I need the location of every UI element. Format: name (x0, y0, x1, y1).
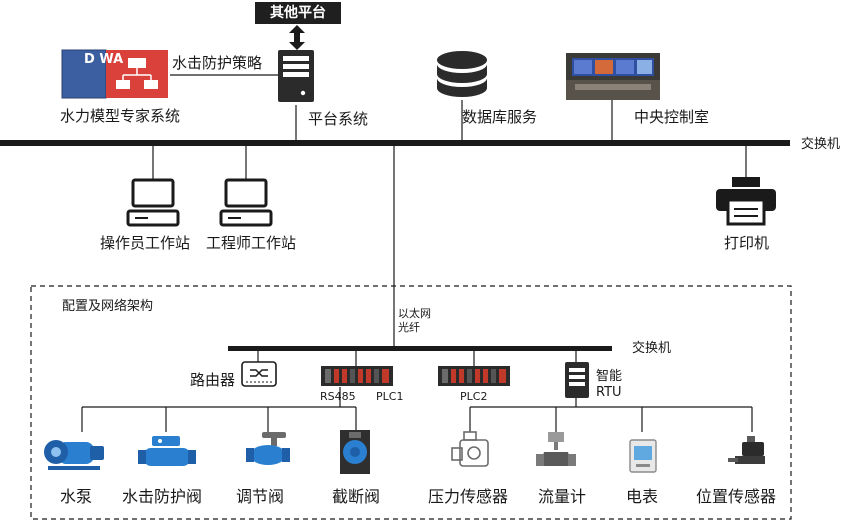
plc2-rack-icon (438, 366, 510, 386)
rtu-icon (565, 362, 589, 398)
plc2-label: PLC2 (460, 390, 488, 403)
protection-valve-icon (138, 436, 196, 466)
fiber-label: 光纤 (398, 321, 420, 334)
plc1-rack-icon (321, 366, 393, 386)
device-label-protection-valve: 水击防护阀 (122, 487, 203, 506)
regulating-valve-icon (246, 432, 290, 465)
engineer-workstation-label: 工程师工作站 (206, 234, 297, 252)
main-bus (0, 140, 790, 146)
device-label-pressure-sensor: 压力传感器 (428, 487, 509, 506)
region-title: 配置及网络架构 (62, 299, 154, 314)
device-label-position-sensor: 位置传感器 (696, 487, 777, 506)
ethernet-label: 以太网 (398, 307, 431, 320)
device-label-electricity-meter: 电表 (626, 487, 659, 506)
device-label-flow-meter: 流量计 (538, 487, 587, 506)
flow-meter-icon (536, 432, 576, 466)
operator-workstation-label: 操作员工作站 (100, 234, 191, 252)
position-sensor-icon (728, 436, 765, 464)
expert-system-label: 水力模型专家系统 (60, 107, 181, 125)
bidirectional-arrow-icon (289, 25, 305, 50)
pressure-sensor-icon (451, 431, 489, 467)
printer-icon (716, 177, 776, 226)
router-label: 路由器 (190, 371, 236, 389)
expert-system-logo (61, 49, 168, 99)
rs485-label: RS485 (320, 390, 356, 403)
lower-switch-label: 交换机 (632, 341, 672, 356)
water-pump-icon (44, 440, 104, 470)
device-label-shutoff-valve: 截断阀 (332, 487, 381, 506)
operator-workstation-icon (126, 178, 180, 227)
top-switch-label: 交换机 (801, 137, 841, 152)
lower-bus (228, 346, 612, 351)
electricity-meter-icon (629, 439, 657, 473)
database-label: 数据库服务 (462, 108, 538, 126)
other-platform-banner: 其他平台 (255, 2, 341, 24)
router-icon (241, 361, 277, 387)
engineer-workstation-icon (219, 178, 273, 227)
rtu-label-line2: RTU (596, 385, 622, 400)
strategy-label: 水击防护策略 (172, 54, 263, 72)
config-region-box (30, 285, 792, 520)
control-room-photo (566, 53, 660, 100)
control-room-label: 中央控制室 (634, 108, 710, 126)
printer-label: 打印机 (724, 234, 770, 252)
shutoff-valve-icon (340, 430, 370, 474)
platform-system-label: 平台系统 (308, 110, 369, 128)
rtu-label-line1: 智能 (596, 369, 623, 384)
database-icon (437, 51, 487, 97)
device-label-regulating-valve: 调节阀 (236, 487, 285, 506)
plc1-label: PLC1 (376, 390, 404, 403)
expert-logo-letters: D WA (84, 52, 124, 67)
device-label-pump: 水泵 (60, 487, 93, 506)
server-icon (278, 50, 314, 102)
